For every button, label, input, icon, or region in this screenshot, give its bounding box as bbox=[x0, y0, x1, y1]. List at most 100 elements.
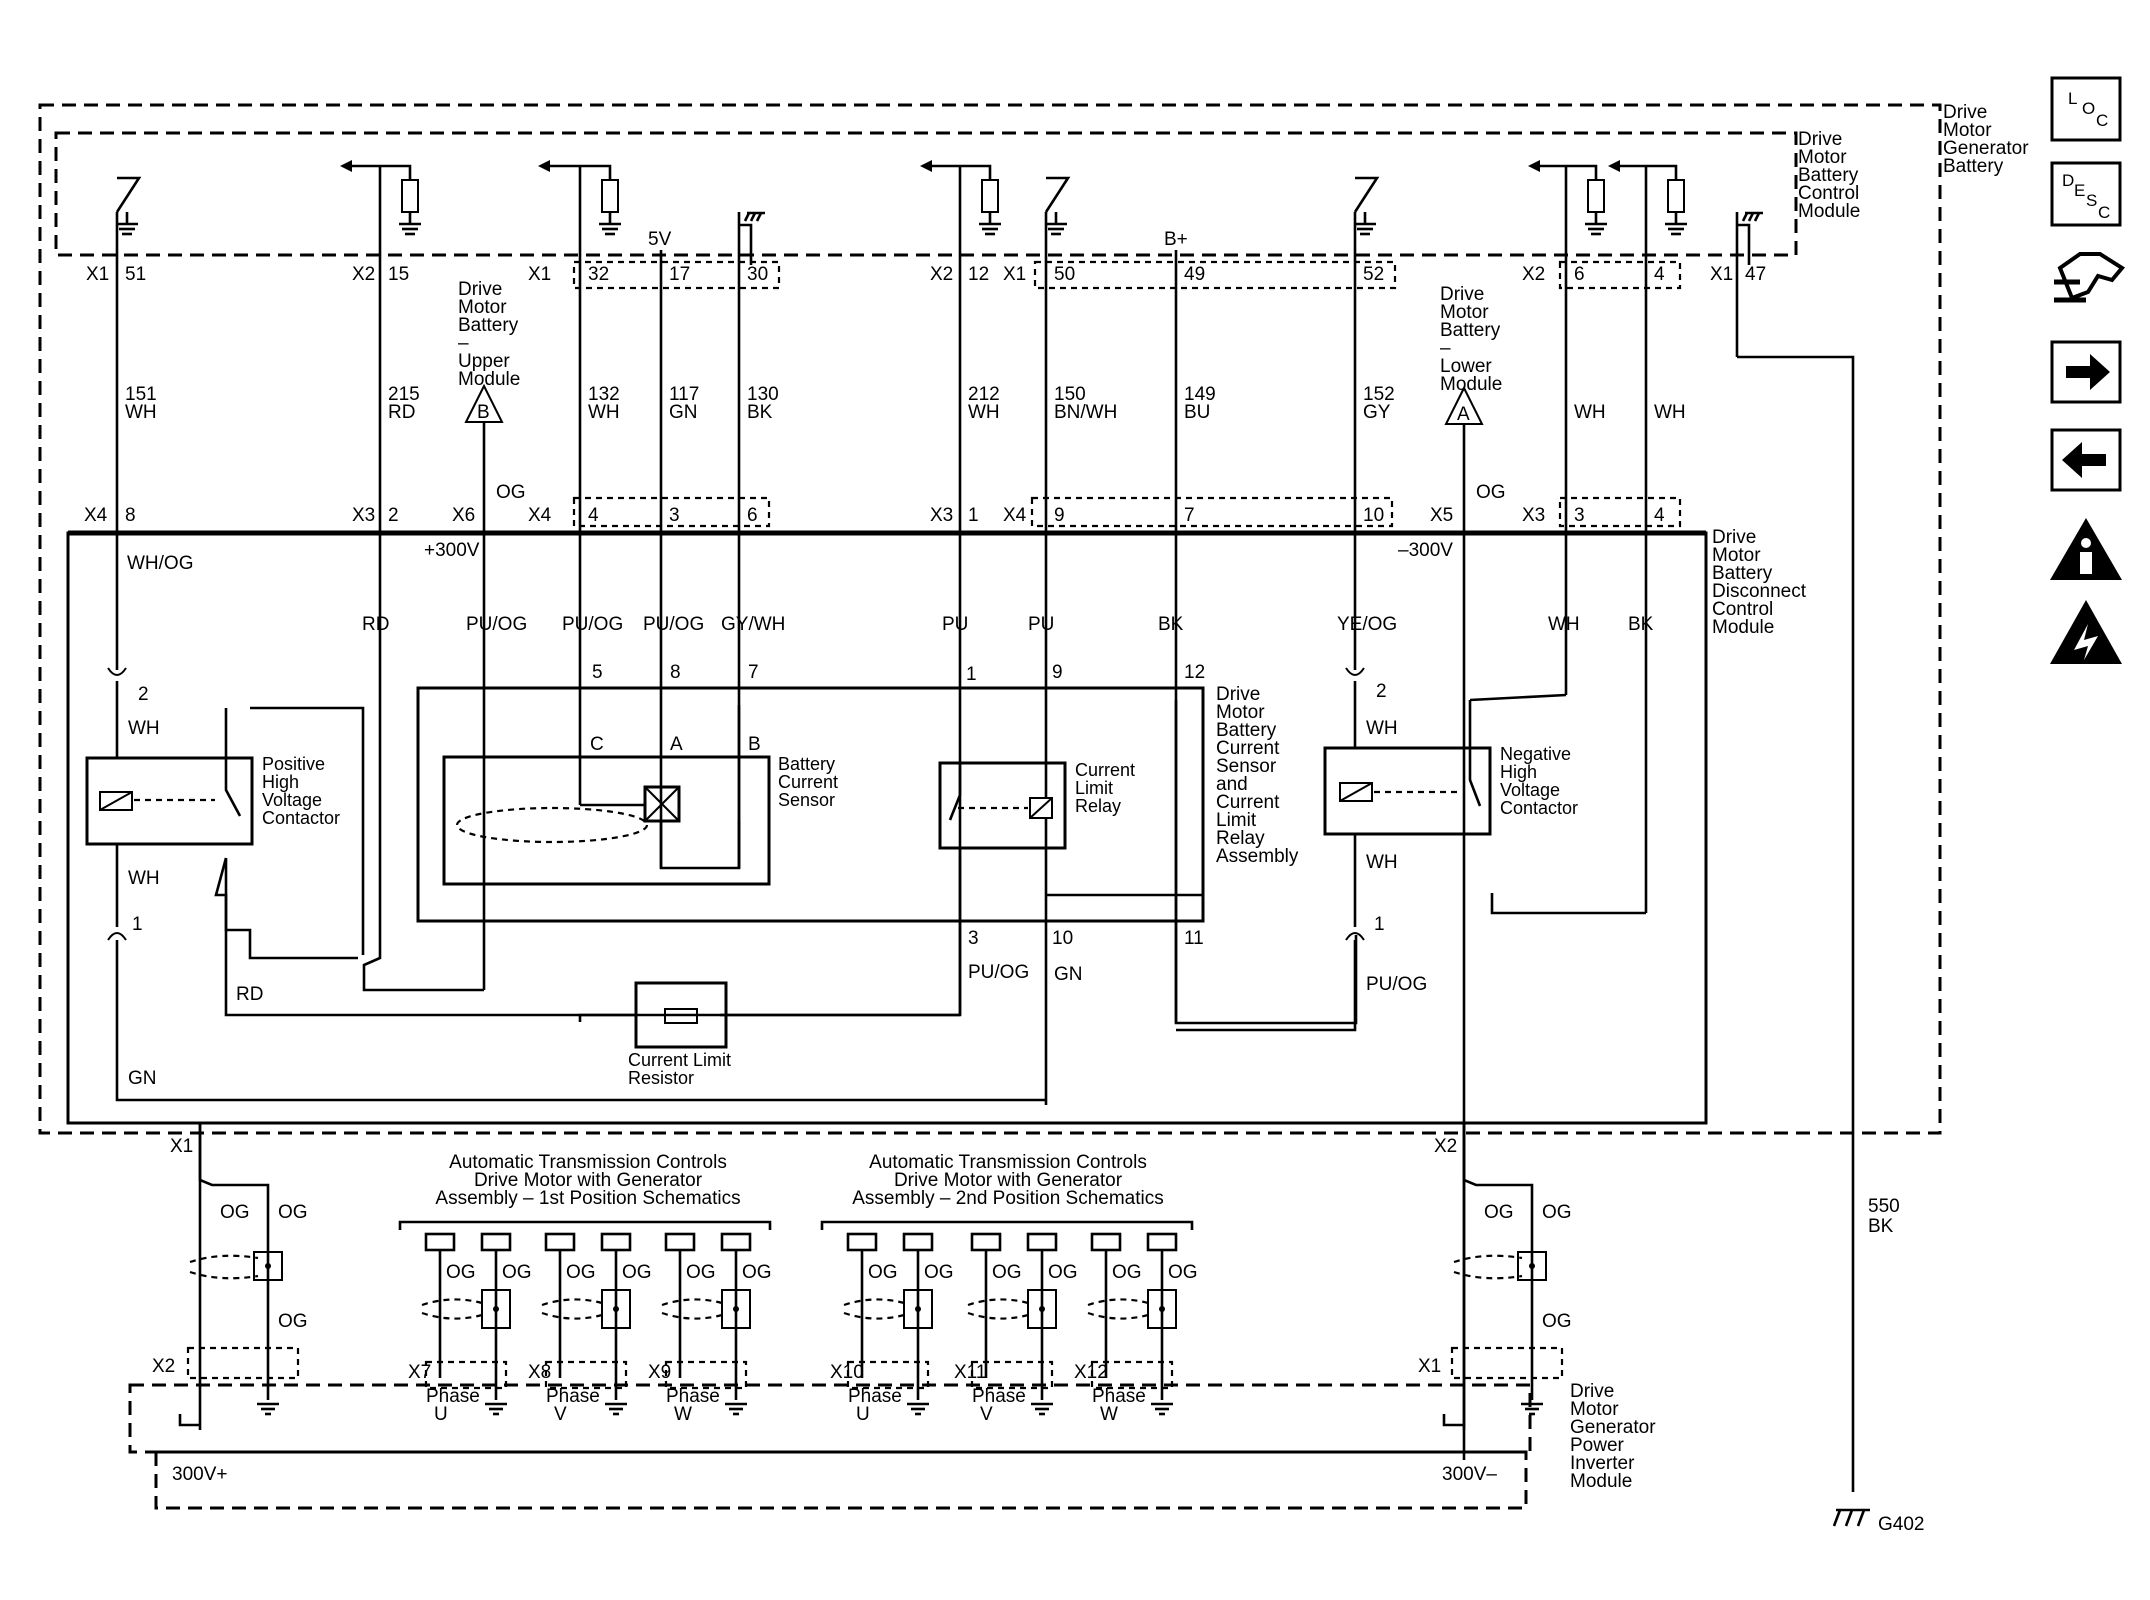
top-pin-8: 52 bbox=[1363, 264, 1384, 285]
voltage-neg: –300V bbox=[1398, 540, 1453, 561]
phase-conn-3: X10 bbox=[830, 1362, 864, 1383]
mid-conn-label-2: X6 bbox=[452, 505, 475, 526]
x3-connector-group bbox=[1558, 496, 1682, 528]
neg-pin-1: 1 bbox=[1374, 914, 1385, 935]
og-label: OG bbox=[1484, 1202, 1514, 1223]
top-wire-color-8: GY bbox=[1363, 402, 1391, 423]
mid-pin-4: 3 bbox=[669, 505, 680, 526]
mid-wire-color-7: PU bbox=[1028, 614, 1054, 635]
top-wire-num-7: 149 bbox=[1184, 384, 1216, 405]
description-button[interactable]: D E S C bbox=[2050, 161, 2122, 227]
x1-connector-group bbox=[572, 260, 781, 290]
puog-wire-label: PU/OG bbox=[968, 962, 1029, 983]
svg-text:A: A bbox=[1457, 404, 1470, 425]
electrical-hazard-icon[interactable] bbox=[2050, 600, 2122, 664]
top-wire-color-5: WH bbox=[968, 402, 1000, 423]
top-pin-5: 12 bbox=[968, 264, 989, 285]
top-wire-num-2: 132 bbox=[588, 384, 620, 405]
mid-pin-5: 6 bbox=[747, 505, 758, 526]
phase-name-2: Phase bbox=[666, 1386, 720, 1407]
top-conn-label: X1 bbox=[528, 264, 551, 285]
top-wire-color-0: WH bbox=[125, 402, 157, 423]
phase-og: OG bbox=[992, 1262, 1022, 1283]
mid-pin-9: 10 bbox=[1363, 505, 1384, 526]
top-pin-7: 49 bbox=[1184, 264, 1205, 285]
pos-pin-2: 2 bbox=[138, 684, 149, 705]
mid-pin-6: 1 bbox=[968, 505, 979, 526]
phase-og: OG bbox=[924, 1262, 954, 1283]
phase-name-5: Phase bbox=[1092, 1386, 1146, 1407]
phase-letter-2: W bbox=[674, 1404, 692, 1425]
mid-pin-1: 2 bbox=[388, 505, 399, 526]
inverter-outline bbox=[128, 1383, 1532, 1454]
og-label: OG bbox=[1542, 1311, 1572, 1332]
pin-10: 10 bbox=[1052, 928, 1073, 949]
phase-letter-0: U bbox=[434, 1404, 448, 1425]
rd-wire-label: RD bbox=[236, 984, 263, 1005]
info-warning-icon[interactable] bbox=[2050, 518, 2122, 580]
svg-text:L: L bbox=[2068, 89, 2077, 108]
top-symbols bbox=[115, 160, 1763, 265]
top-pin-10: 4 bbox=[1654, 264, 1665, 285]
pin-3: 3 bbox=[968, 928, 979, 949]
mid-wire-color-11: WH bbox=[1548, 614, 1580, 635]
nav-panel: L O C D E S C bbox=[2050, 76, 2125, 664]
mid-conn-label-1: X3 bbox=[352, 505, 375, 526]
svg-text:E: E bbox=[2074, 181, 2085, 200]
pos-wire-wh-bottom: WH bbox=[128, 868, 160, 889]
top-wire-color-9: WH bbox=[1574, 402, 1606, 423]
mid-wire-above-10: OG bbox=[1476, 482, 1506, 503]
phase-og: OG bbox=[686, 1262, 716, 1283]
mid-wire-color-12: BK bbox=[1628, 614, 1654, 635]
phase-name-3: Phase bbox=[848, 1386, 902, 1407]
x1-connector-group-2 bbox=[1033, 260, 1397, 290]
phase-og: OG bbox=[566, 1262, 596, 1283]
inv-300v-pos: 300V+ bbox=[172, 1464, 227, 1485]
voltage-pos: +300V bbox=[424, 540, 480, 561]
phase-conn-1: X8 bbox=[528, 1362, 551, 1383]
phase-og: OG bbox=[1048, 1262, 1078, 1283]
previous-arrow-button[interactable] bbox=[2050, 428, 2122, 492]
phase-name-1: Phase bbox=[546, 1386, 600, 1407]
bdcm-outline bbox=[66, 531, 1708, 1125]
phase-letter-5: W bbox=[1100, 1404, 1118, 1425]
svg-text:O: O bbox=[2082, 99, 2095, 118]
mid-conn-label-6: X3 bbox=[930, 505, 953, 526]
neg-puog-label: PU/OG bbox=[1366, 974, 1427, 995]
top-wire-num-3: 117 bbox=[669, 384, 699, 405]
phase-conn-5: X12 bbox=[1074, 1362, 1108, 1383]
connector-view-icon[interactable] bbox=[2054, 252, 2125, 303]
mid-pin-3: 4 bbox=[588, 505, 599, 526]
pin-5: 5 bbox=[592, 662, 603, 683]
top-wires bbox=[115, 166, 1855, 1492]
phase-og: OG bbox=[502, 1262, 532, 1283]
mid-wire-color-8: BK bbox=[1158, 614, 1184, 635]
ground-g402: G402 550 BK bbox=[1832, 1196, 1924, 1535]
next-arrow-button[interactable] bbox=[2050, 340, 2122, 404]
top-wire-color-2: WH bbox=[588, 402, 620, 423]
phase-og: OG bbox=[868, 1262, 898, 1283]
top-conn-label: X2 bbox=[1522, 264, 1545, 285]
phase-conn-2: X9 bbox=[648, 1362, 671, 1383]
location-button[interactable]: L O C bbox=[2050, 76, 2122, 142]
top-wire-color-7: BU bbox=[1184, 402, 1210, 423]
svg-text:B: B bbox=[477, 402, 490, 423]
svg-text:C: C bbox=[2098, 203, 2110, 222]
gn-wire-label-2: GN bbox=[1054, 964, 1083, 985]
top-pin-11: 47 bbox=[1745, 264, 1766, 285]
mid-wire-color-1: RD bbox=[362, 614, 389, 635]
